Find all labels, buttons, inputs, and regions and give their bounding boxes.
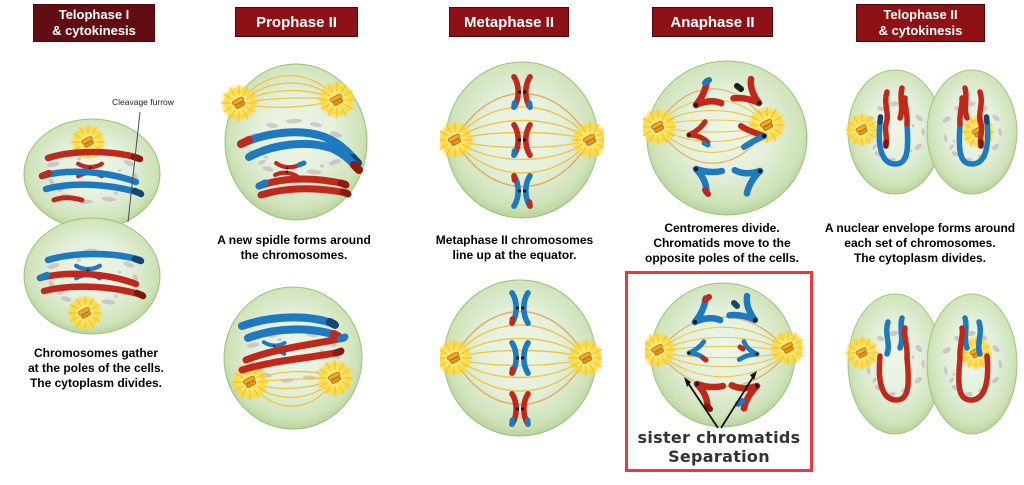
label-line: sister chromatids [637, 428, 801, 447]
stage-header-metaphase2: Metaphase II [449, 7, 569, 37]
chromosomes [237, 128, 363, 199]
telophase1-cells-illustration [23, 112, 161, 335]
stage-title-line: Metaphase II [463, 13, 555, 31]
caption-line: line up at the equator. [452, 248, 577, 262]
caption-line: at the poles of the cells. [27, 361, 165, 375]
stage-caption-prophase2: A new spidle forms around the chromosome… [198, 233, 390, 263]
stage-title-line: Prophase II [256, 13, 337, 31]
chromosomes [876, 315, 991, 403]
prophase2-bottom-cell-illustration [223, 286, 363, 430]
sister-chromatids-separation-label: sister chromatids Separation [625, 428, 813, 466]
caption-line: opposite poles of the cells. [644, 251, 800, 265]
chromosomes [238, 313, 349, 374]
centrosome-aster-icon [219, 83, 259, 123]
chromosomes [514, 77, 530, 206]
stage-caption-anaphase2: Centromeres divide. Chromatids move to t… [628, 221, 816, 266]
caption-line: each set of chromosomes. [844, 236, 996, 250]
label-line: Separation [668, 447, 770, 466]
sister-chromatid-highlight-box [625, 271, 813, 472]
chromosomes [876, 85, 991, 167]
chromosomes-bottom-cell [36, 250, 147, 300]
stage-title-line: Telophase II [883, 7, 958, 22]
caption-line: the chromosomes. [240, 248, 348, 262]
stage-header-prophase2: Prophase II [235, 7, 358, 37]
caption-line: The cytoplasm divides. [853, 251, 987, 265]
caption-line: The cytoplasm divides. [29, 376, 163, 390]
centrosome-aster-icon [844, 335, 880, 371]
centrosome-aster-icon [315, 358, 355, 398]
prophase2-top-cell-illustration [219, 63, 368, 221]
stage-header-anaphase2: Anaphase II [652, 7, 773, 37]
metaphase2-bottom-cell-illustration [440, 279, 602, 437]
separating-chromatids [685, 78, 769, 197]
stage-caption-telophase2: A nuclear envelope forms around each set… [818, 221, 1022, 266]
telophase2-top-cells-illustration [844, 69, 1018, 195]
stage-title-line: Telophase I [58, 7, 130, 22]
caption-line: Chromosomes gather [33, 346, 159, 360]
caption-line: Centromeres divide. [664, 221, 780, 235]
telophase2-bottom-cells-illustration [844, 293, 1018, 435]
stage-caption-telophase1: Chromosomes gather at the poles of the c… [4, 346, 188, 391]
stage-header-telophase1: Telophase I & cytokinesis [33, 4, 155, 42]
stage-caption-metaphase2: Metaphase II chromosomes line up at the … [412, 233, 617, 263]
stage-title-line: & cytokinesis [878, 23, 963, 38]
anaphase2-top-cell-illustration [643, 60, 808, 216]
chromosomes [512, 293, 528, 424]
centrosome-aster-icon [844, 112, 880, 148]
caption-line: A new spidle forms around [217, 233, 371, 247]
centrosome-aster-icon [66, 294, 104, 332]
caption-line: Metaphase II chromosomes [435, 233, 594, 247]
separating-chromatids [686, 295, 765, 412]
anaphase2-bottom-cell-illustration [645, 282, 803, 429]
caption-line: A nuclear envelope forms around [824, 221, 1016, 235]
separation-pointer-arrows [684, 371, 757, 429]
cleavage-furrow-label: Cleavage furrow [112, 97, 174, 107]
caption-line: Chromatids move to the [653, 236, 791, 250]
stage-title-line: Anaphase II [670, 13, 755, 31]
cleavage-furrow-pointer-line [127, 112, 141, 223]
stage-header-telophase2: Telophase II & cytokinesis [856, 4, 985, 42]
stage-title-line: & cytokinesis [52, 23, 136, 38]
metaphase2-top-cell-illustration [440, 61, 604, 219]
centrosome-aster-icon [317, 80, 357, 120]
